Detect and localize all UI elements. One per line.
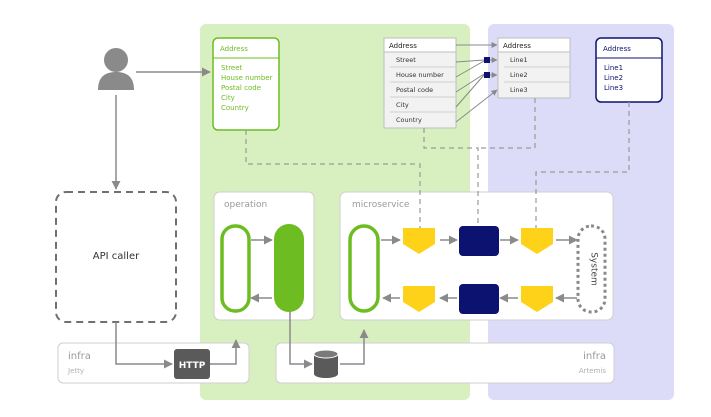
- address-table-right: Address Line1 Line2 Line3: [497, 37, 571, 99]
- mapping-connectors: [455, 42, 498, 123]
- address-navy-field: Line3: [604, 84, 623, 92]
- address-table-right-title: Address: [503, 42, 531, 50]
- address-table-right-row: Line2: [510, 71, 528, 79]
- http-badge: HTTP: [174, 349, 210, 379]
- operation-entry-pill: [220, 224, 251, 313]
- operation-title: operation: [224, 200, 267, 210]
- user-icon: [98, 48, 134, 90]
- http-label: HTTP: [179, 361, 206, 371]
- processor-block: [459, 284, 499, 314]
- translator-shape: [403, 286, 435, 312]
- system-label: System: [589, 252, 599, 286]
- address-green-field: City: [221, 94, 235, 102]
- system-node: System: [576, 224, 607, 314]
- translator-shape: [521, 228, 553, 254]
- microservice-title: microservice: [352, 200, 410, 210]
- infra-right-title: infra: [583, 351, 606, 362]
- address-green-field: Country: [221, 104, 249, 112]
- address-green-title: Address: [220, 45, 248, 53]
- address-green-field: Street: [221, 64, 243, 72]
- address-navy-field: Line1: [604, 64, 623, 72]
- address-green-field: House number: [221, 74, 273, 82]
- address-navy-title: Address: [603, 45, 631, 53]
- address-green-box: Address Street House number Postal code …: [212, 37, 280, 131]
- address-navy-box: Address Line1 Line2 Line3: [595, 37, 663, 103]
- infra-left-subtitle: Jetty: [67, 367, 84, 375]
- database-icon: [313, 349, 339, 378]
- address-table-left-row: Street: [396, 56, 416, 64]
- address-table-left-row: Country: [396, 116, 422, 124]
- address-green-field: Postal code: [221, 84, 261, 92]
- address-table-left-row: House number: [396, 71, 444, 79]
- infra-left-title: infra: [68, 351, 91, 362]
- microservice-entry-pill: [348, 224, 380, 313]
- api-caller-label: API caller: [93, 251, 140, 262]
- infra-right-box: infra Artemis: [275, 342, 615, 384]
- dashed-connectors: [245, 98, 630, 228]
- address-table-left-title: Address: [389, 42, 417, 50]
- translator-shape: [521, 286, 553, 312]
- mapping-node: [484, 72, 490, 78]
- address-table-left-row: City: [396, 101, 409, 109]
- api-caller-box: API caller: [55, 191, 177, 323]
- translator-shape: [403, 228, 435, 254]
- mapping-node: [484, 57, 490, 63]
- operation-process-pill: [274, 224, 304, 312]
- flow-arrows: [111, 67, 578, 369]
- address-table-right-row: Line3: [510, 86, 528, 94]
- infra-left-box: infra Jetty: [57, 342, 250, 384]
- infra-right-subtitle: Artemis: [579, 367, 606, 375]
- address-table-left: Address Street House number Postal code …: [383, 37, 457, 129]
- address-table-left-row: Postal code: [396, 86, 433, 94]
- address-table-right-row: Line1: [510, 56, 528, 64]
- address-navy-field: Line2: [604, 74, 623, 82]
- processor-block: [459, 226, 499, 256]
